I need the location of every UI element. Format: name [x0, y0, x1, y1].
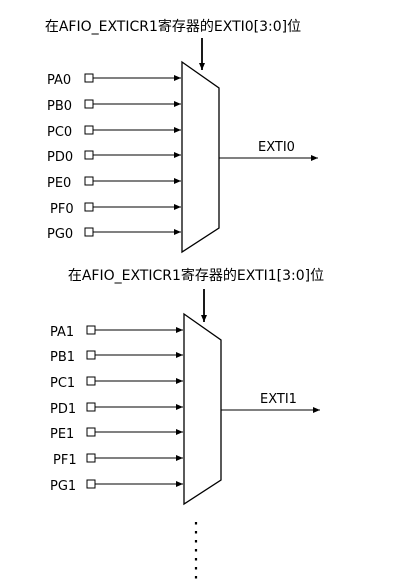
- input-pe1: PE1: [50, 427, 183, 442]
- input-pe0: PE0: [47, 176, 181, 191]
- input-label: PA1: [50, 325, 74, 340]
- input-label: PB1: [50, 350, 75, 365]
- pin-square: [86, 350, 96, 360]
- mux-block-exti1: 在AFIO_EXTICR1寄存器的EXTI1[3:0]位 PA1 PB1 PC1…: [50, 267, 324, 506]
- pin-square: [86, 479, 96, 489]
- output-label: EXTI0: [258, 140, 295, 155]
- input-label: PA0: [47, 73, 71, 88]
- pin-square: [86, 402, 96, 412]
- input-label: PE0: [47, 176, 71, 191]
- multiplexer-shape: [183, 312, 222, 506]
- pin-square: [84, 202, 94, 212]
- pin-square: [86, 325, 96, 335]
- input-label: PG1: [50, 479, 76, 494]
- pin-square: [84, 150, 94, 160]
- input-pb1: PB1: [50, 350, 183, 365]
- input-label: PD0: [47, 150, 73, 165]
- pin-square: [84, 176, 94, 186]
- pin-square: [84, 125, 94, 135]
- input-pc0: PC0: [47, 125, 181, 140]
- input-pa0: PA0: [47, 73, 181, 88]
- mux-block-exti0: 在AFIO_EXTICR1寄存器的EXTI0[3:0]位 PA0 PB0 PC0…: [45, 18, 318, 254]
- input-pf1: PF1: [53, 453, 183, 468]
- input-label: PG0: [47, 227, 73, 242]
- input-pb0: PB0: [47, 99, 181, 114]
- output-label: EXTI1: [260, 392, 297, 407]
- input-label: PD1: [50, 402, 76, 417]
- block-title: 在AFIO_EXTICR1寄存器的EXTI0[3:0]位: [45, 18, 301, 35]
- multiplexer-shape: [181, 60, 220, 254]
- input-pd0: PD0: [47, 150, 181, 165]
- input-pc1: PC1: [50, 376, 183, 391]
- input-label: PB0: [47, 99, 72, 114]
- pin-square: [84, 227, 94, 237]
- input-label: PC1: [50, 376, 75, 391]
- pin-square: [84, 99, 94, 109]
- input-pf0: PF0: [50, 202, 181, 217]
- input-label: PF1: [53, 453, 77, 468]
- input-label: PF0: [50, 202, 74, 217]
- block-title: 在AFIO_EXTICR1寄存器的EXTI1[3:0]位: [68, 267, 324, 284]
- pin-square: [86, 427, 96, 437]
- input-pg1: PG1: [50, 479, 183, 494]
- input-pg0: PG0: [47, 227, 181, 242]
- pin-square: [86, 376, 96, 386]
- input-pa1: PA1: [50, 325, 183, 340]
- input-pd1: PD1: [50, 402, 183, 417]
- pin-square: [86, 453, 96, 463]
- input-label: PE1: [50, 427, 74, 442]
- pin-square: [84, 73, 94, 83]
- input-label: PC0: [47, 125, 72, 140]
